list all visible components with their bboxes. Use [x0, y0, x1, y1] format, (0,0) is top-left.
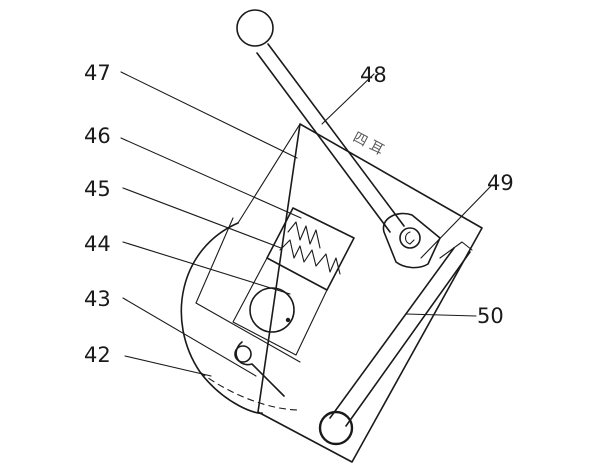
label-43: 43	[84, 287, 111, 311]
label-45: 45	[84, 177, 111, 201]
label-49: 49	[487, 171, 514, 195]
leader-lines	[120, 71, 492, 377]
pivot-49	[382, 212, 441, 269]
label-46: 46	[84, 124, 111, 148]
lever-48	[236, 9, 405, 233]
label-42: 42	[84, 343, 111, 367]
stamp-text: 四 耳	[350, 129, 386, 158]
spring-45	[279, 221, 341, 275]
label-44: 44	[84, 232, 111, 256]
inner-box	[232, 207, 355, 356]
slot-43	[234, 341, 285, 397]
label-48: 48	[360, 63, 387, 87]
label-50: 50	[477, 304, 504, 328]
link-arm-50	[318, 241, 473, 446]
disc-42	[180, 222, 301, 415]
housing-plate	[195, 123, 483, 463]
roller-44	[249, 287, 295, 333]
label-47: 47	[84, 61, 111, 85]
